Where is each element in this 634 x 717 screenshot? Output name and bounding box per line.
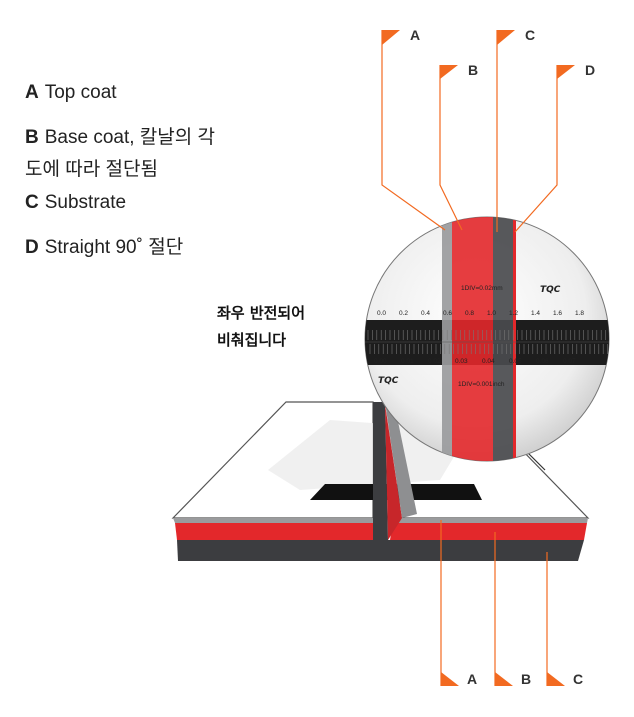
- flag-label-bottom-b: B: [521, 671, 531, 687]
- flag-label-bottom-c: C: [573, 671, 583, 687]
- groove-red: [385, 404, 402, 540]
- groove-gray: [385, 402, 417, 518]
- top-scale-caption: 1DIV=0.02mm: [461, 285, 503, 292]
- top-tick-label: 1.2: [509, 310, 518, 317]
- top-tick-label: 1.6: [553, 310, 562, 317]
- top-tick-label: 1.4: [531, 310, 540, 317]
- bottom-tick-label: 0.04: [482, 358, 495, 365]
- top-tick-label: 0.6: [443, 310, 452, 317]
- flag-label-bottom-a: A: [467, 671, 477, 687]
- bottom-tick-label: 0.03: [455, 358, 468, 365]
- top-tick-label: 1.8: [575, 310, 584, 317]
- groove-wall: [373, 402, 388, 540]
- bottom-tick-label: 0.01: [401, 358, 414, 365]
- flag-label-top-c: C: [525, 27, 535, 43]
- flag-label-top-d: D: [585, 62, 595, 78]
- flag-top-d: [557, 65, 575, 79]
- mirror-note-line2: 비춰집니다: [217, 331, 287, 349]
- top-tick-label: 1.0: [487, 310, 496, 317]
- bottom-tick-label: 0.06: [536, 358, 549, 365]
- bottom-tick-label: 0.00: [374, 358, 387, 365]
- tqc-logo-bottom: TQC: [378, 376, 399, 386]
- flag-top-b: [440, 65, 458, 79]
- flag-bottom-a: [441, 672, 459, 686]
- legend-b-cont: 도에 따라 절단됨: [25, 159, 158, 180]
- flag-label-top-a: A: [410, 27, 420, 43]
- bottom-scale-caption: 1DIV=0.001inch: [458, 381, 505, 388]
- top-tick-label: 0.2: [399, 310, 408, 317]
- top-tick-label: 0.8: [465, 310, 474, 317]
- flag-bottom-c: [547, 672, 565, 686]
- magnifier-lens: 1DIV=0.02mm 1DIV=0.001inch 0.0 0.2 0.4 0.6 0…: [364, 216, 610, 471]
- bottom-tick-label: 0.02: [428, 358, 441, 365]
- flag-label-top-b: B: [468, 62, 478, 78]
- tqc-logo-top: TQC: [540, 285, 561, 295]
- top-leaders: [381, 30, 558, 686]
- top-tick-label: 0.4: [421, 310, 430, 317]
- flag-top-a: [382, 30, 400, 45]
- flag-top-c: [497, 30, 515, 45]
- bottom-tick-label: 0.07: [563, 358, 576, 365]
- top-tick-label: 0.0: [377, 310, 386, 317]
- flags: [382, 30, 575, 686]
- bottom-tick-label: 0.05: [509, 358, 522, 365]
- flag-bottom-b: [495, 672, 513, 686]
- mirror-note-line1: 좌우 반전되어: [217, 304, 306, 322]
